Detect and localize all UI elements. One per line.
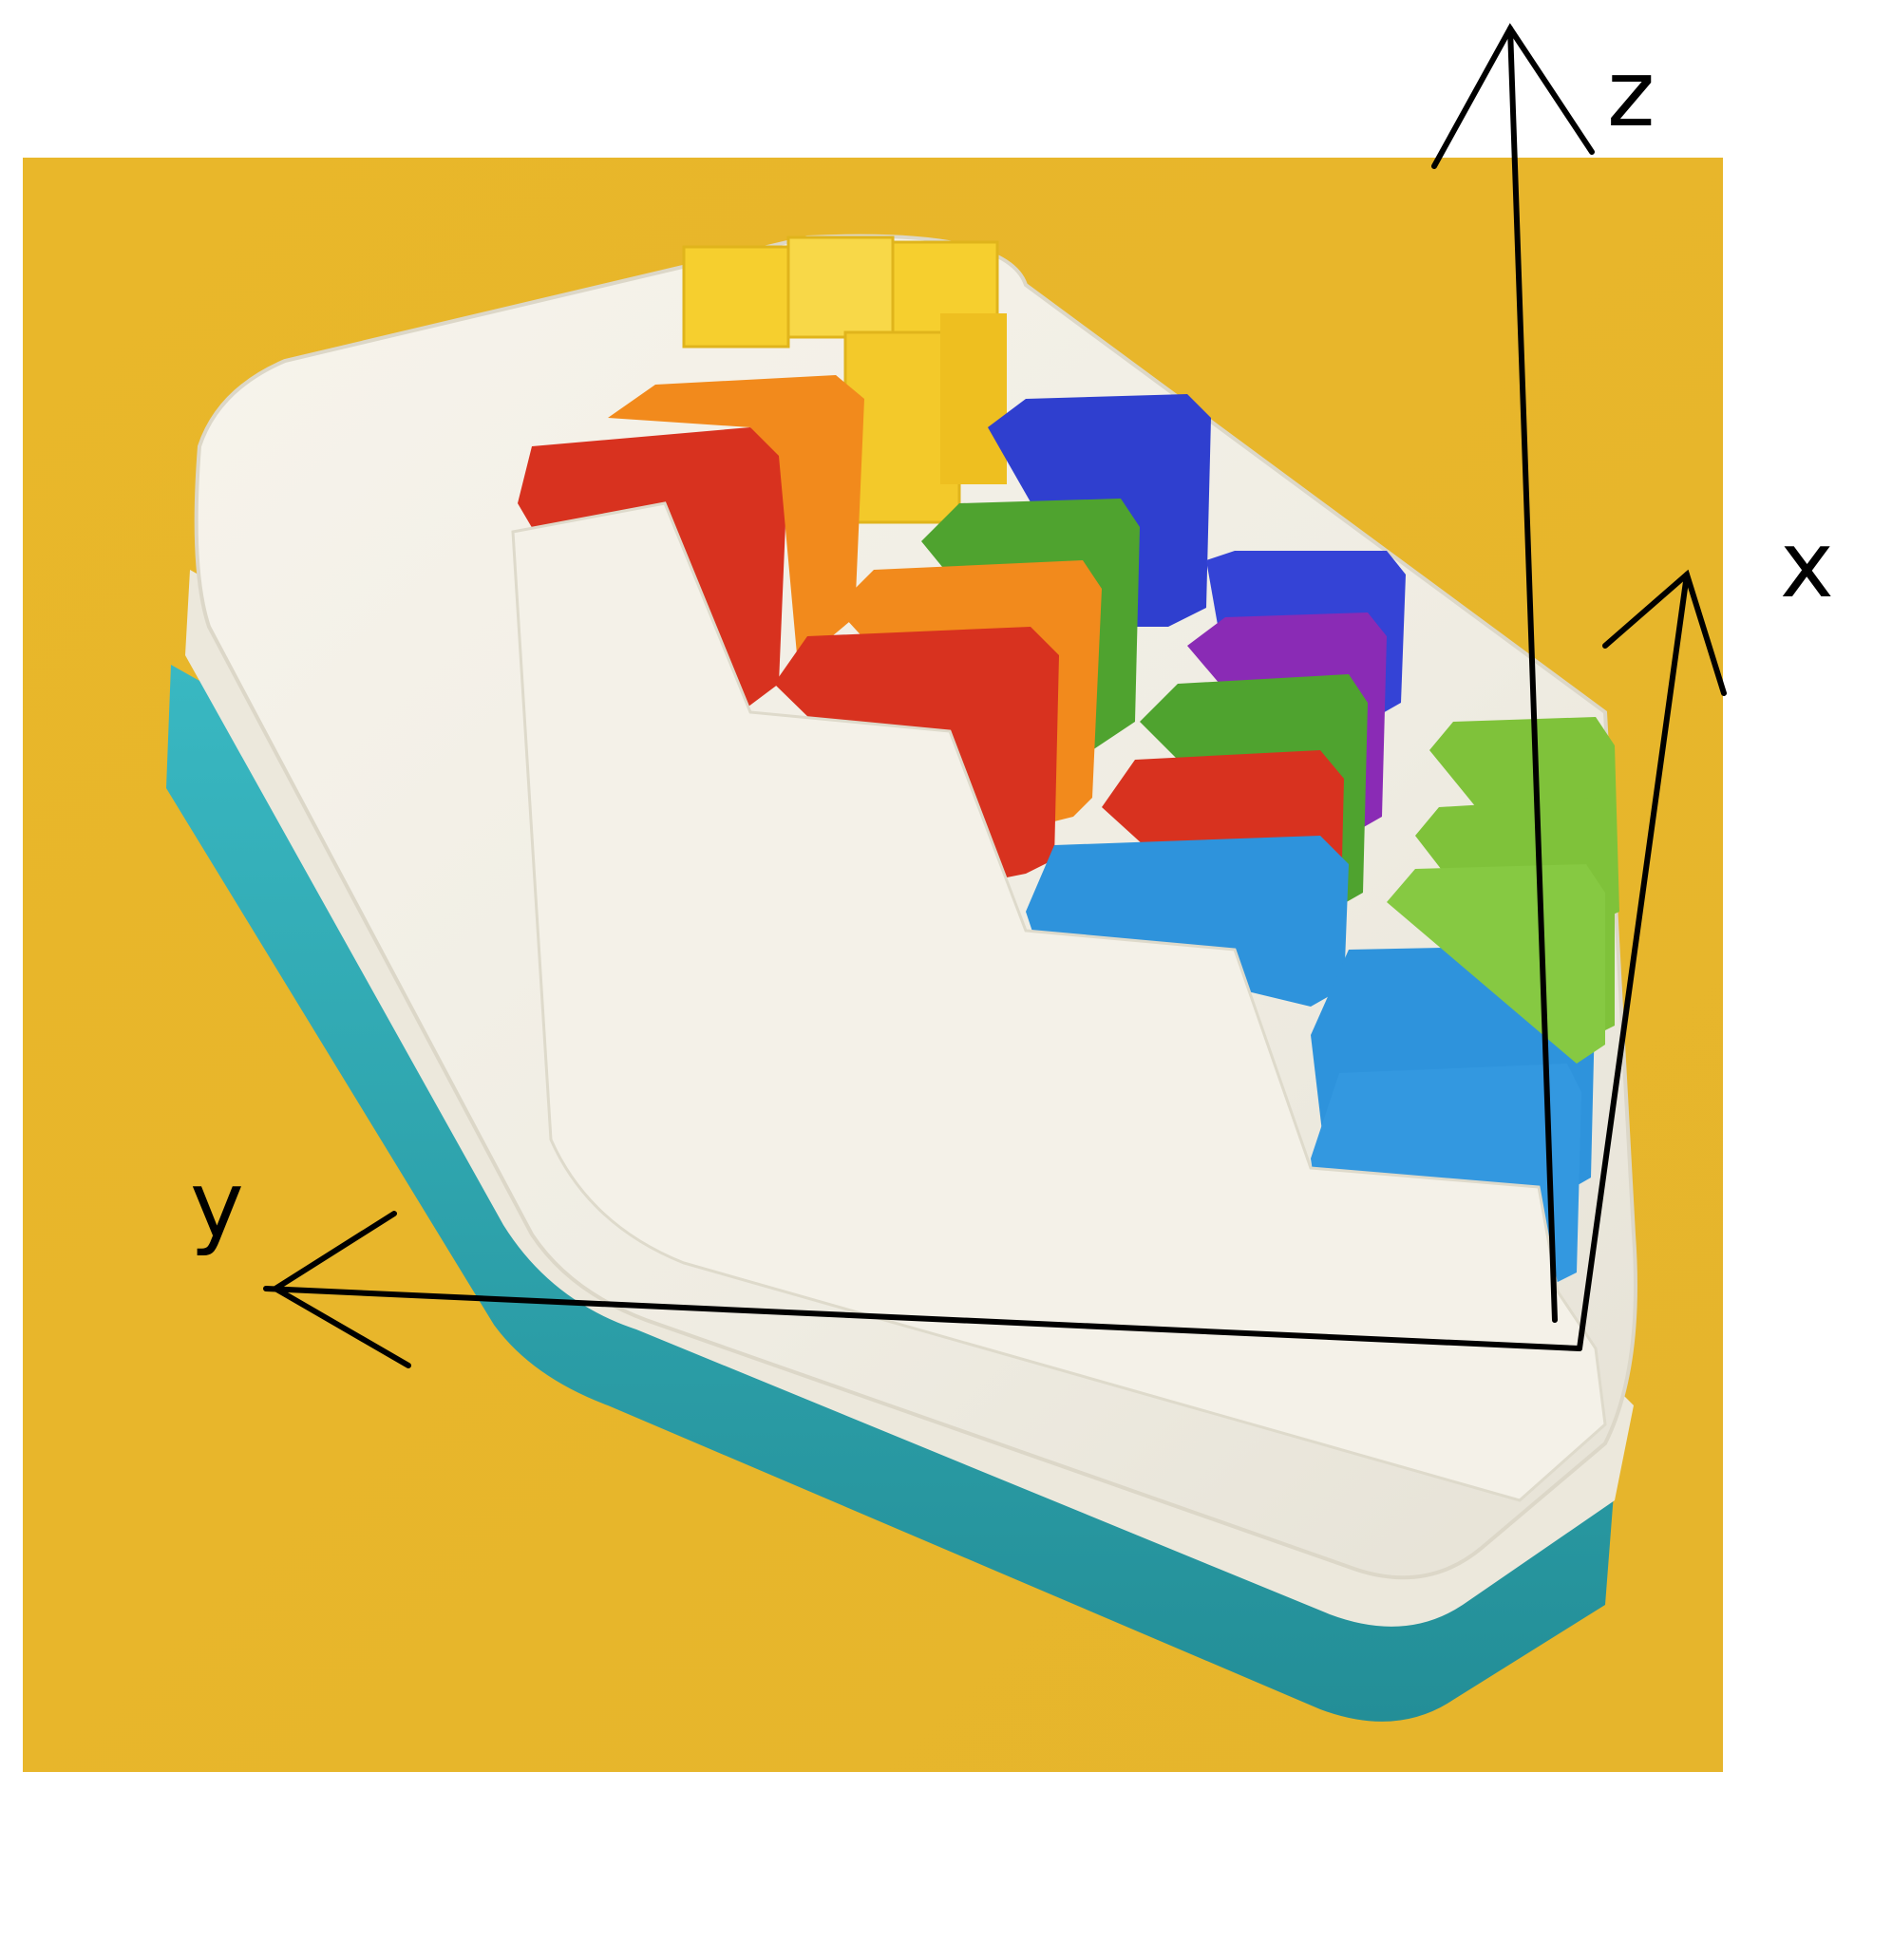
- block-group-yellow: [682, 236, 1007, 524]
- axes-overlay: [263, 23, 1727, 1368]
- z-axis-line: [1507, 26, 1558, 1323]
- y-axis-arrowhead: [270, 1211, 411, 1368]
- tray-staircase-face: [511, 501, 1607, 1502]
- x-axis-label: x: [1780, 512, 1834, 618]
- z-axis-arrowhead: [1431, 23, 1595, 169]
- x-axis-arrowhead: [1602, 569, 1727, 696]
- y-axis-label: y: [190, 1152, 244, 1258]
- block-group-lime: [1387, 717, 1619, 1064]
- x-axis-line: [1577, 572, 1690, 1351]
- y-axis-line: [263, 1286, 1582, 1351]
- z-axis-label: z: [1607, 41, 1655, 147]
